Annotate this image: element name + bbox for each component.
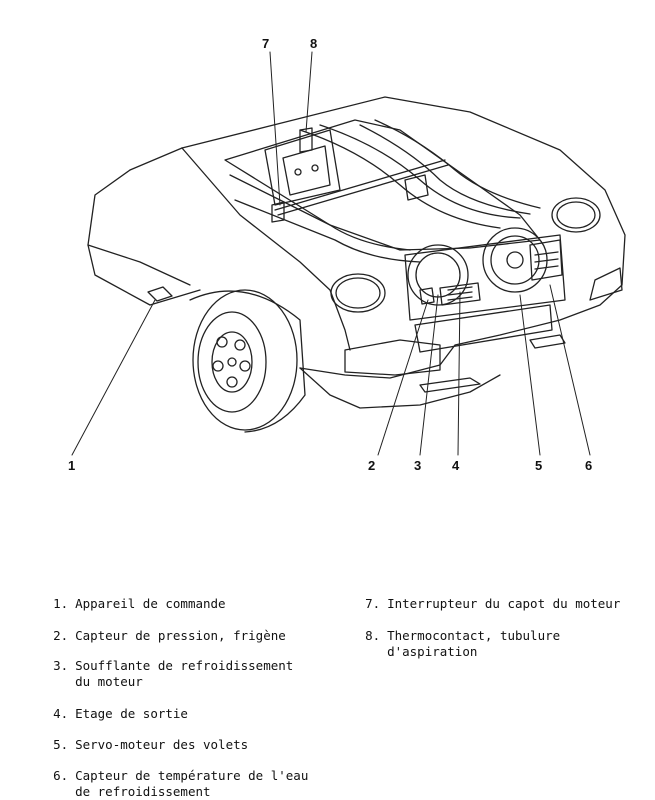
- callout-2: 2: [368, 458, 375, 473]
- legend-number: 2.: [53, 628, 69, 643]
- legend-number: 1.: [53, 596, 69, 611]
- callout-3: 3: [414, 458, 421, 473]
- legend-item-1: 1. Appareil de commande: [38, 580, 226, 612]
- headlights: [330, 197, 601, 313]
- callout-1: 1: [68, 458, 75, 473]
- legend-number: 3.: [53, 658, 69, 673]
- legend-number: 5.: [53, 737, 69, 752]
- legend-number: 7.: [365, 596, 381, 611]
- legend-text: Etage de sortie: [75, 706, 188, 721]
- engine-bay: [224, 119, 541, 263]
- leader-lines: [71, 51, 591, 456]
- legend-item-4: 4. Etage de sortie: [38, 690, 188, 722]
- legend-text: Capteur de température de l'eau de refro…: [75, 768, 309, 799]
- legend-text: Capteur de pression, frigène: [75, 628, 286, 643]
- legend-item-3: 3. Soufflante de refroidissement du moteu…: [38, 642, 293, 690]
- car-engine-diagram: 1 7 8 2 3 4 5 6: [68, 36, 626, 473]
- legend-number: 6.: [53, 768, 69, 783]
- legend-item-2: 2. Capteur de pression, frigène: [38, 612, 286, 644]
- car-body: [87, 96, 626, 409]
- legend-text: Soufflante de refroidissement du moteur: [75, 658, 294, 689]
- legend-number: 8.: [365, 628, 381, 643]
- legend-item-8: 8. Thermocontact, tubulure d'aspiration: [350, 612, 560, 660]
- callout-4: 4: [452, 458, 460, 473]
- legend-item-5: 5. Servo-moteur des volets: [38, 721, 248, 753]
- legend-item-6: 6. Capteur de température de l'eau de ref…: [38, 752, 308, 800]
- legend-item-7: 7. Interrupteur du capot du moteur: [350, 580, 620, 612]
- callout-7: 7: [262, 36, 269, 51]
- legend-text: Thermocontact, tubulure d'aspiration: [387, 628, 561, 659]
- callout-6: 6: [585, 458, 592, 473]
- legend-text: Interrupteur du capot du moteur: [387, 596, 621, 611]
- legend-text: Servo-moteur des volets: [75, 737, 249, 752]
- legend-text: Appareil de commande: [75, 596, 226, 611]
- cooling-fans: [404, 227, 566, 353]
- callout-8: 8: [310, 36, 317, 51]
- front-wheel: [189, 289, 306, 433]
- control-unit: [147, 286, 173, 302]
- legend-number: 4.: [53, 706, 69, 721]
- callout-5: 5: [535, 458, 542, 473]
